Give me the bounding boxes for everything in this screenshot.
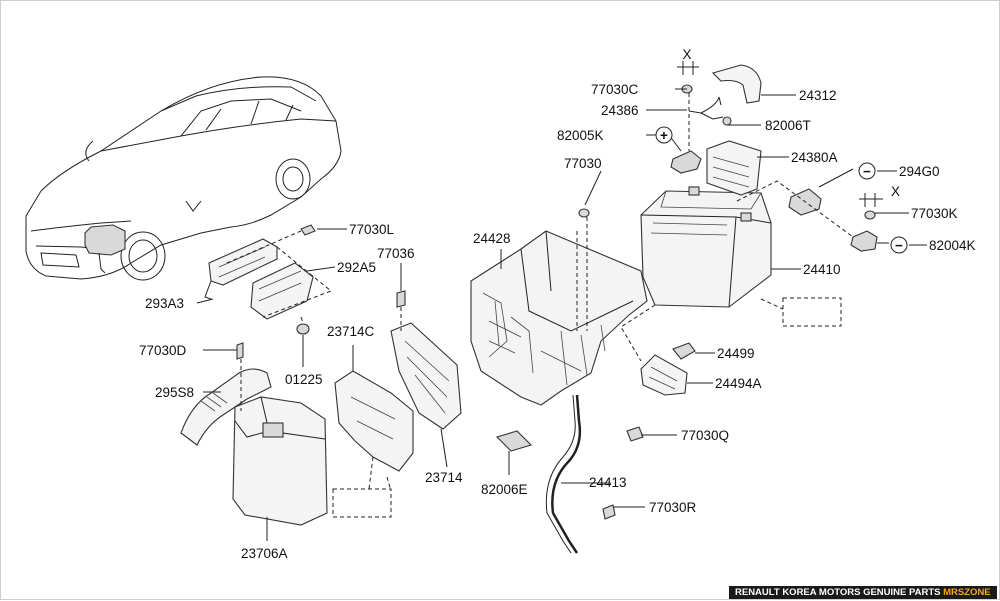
air-duct-295S8 [180, 368, 272, 446]
dimension-x-right-label: X [891, 184, 900, 199]
leader-battery-box [760, 298, 784, 310]
battery-24410 [640, 186, 772, 308]
dimension-x-top-label: X [682, 47, 691, 62]
label-295S8: 295S8 [155, 385, 194, 400]
label-77030Q: 77030Q [681, 428, 729, 443]
terminal-cover-24312 [711, 64, 762, 104]
part-labels: 77030C 24312 24386 82006T 82005K 24380A … [139, 82, 976, 561]
label-77036: 77036 [377, 246, 415, 261]
dimension-x-right: X [859, 184, 900, 207]
label-77030D: 77030D [139, 343, 187, 358]
clip-24499 [672, 342, 696, 360]
ecu-module-292A5 [250, 262, 314, 320]
fuse-box-24380A [706, 140, 762, 196]
label-293A3: 293A3 [145, 296, 184, 311]
battery-tray-24428 [470, 230, 648, 406]
leader-lines [196, 88, 927, 541]
label-23714: 23714 [425, 470, 463, 485]
label-01225: 01225 [285, 372, 323, 387]
bracket-23714C [334, 370, 414, 472]
label-82006T: 82006T [765, 118, 811, 133]
label-24428: 24428 [473, 231, 511, 246]
watermark-footer: RENAULT KOREA MOTORS GENUINE PARTS MRSZO… [729, 586, 997, 599]
label-24499: 24499 [717, 346, 755, 361]
bolt-77030D [236, 342, 244, 360]
placeholder-box-battery [782, 297, 842, 327]
label-24410: 24410 [803, 262, 841, 277]
label-23714C: 23714C [327, 324, 375, 339]
bolt-77030L [300, 224, 316, 236]
bracket-293A3 [204, 238, 278, 300]
label-82006E: 82006E [481, 482, 528, 497]
dimension-x-top: X [677, 47, 699, 75]
label-77030C: 77030C [591, 82, 639, 97]
positive-terminal-82005K [670, 150, 702, 174]
duct-24494A [640, 354, 688, 396]
label-24380A: 24380A [791, 150, 838, 165]
clip-77030R [602, 504, 616, 520]
hose-24413 [545, 394, 582, 554]
label-77030K: 77030K [911, 206, 958, 221]
label-24312: 24312 [799, 88, 837, 103]
negative-symbol-glyph-1: − [863, 164, 871, 179]
label-77030: 77030 [564, 156, 602, 171]
label-292A5: 292A5 [337, 260, 376, 275]
label-24386: 24386 [601, 103, 639, 118]
label-294G0: 294G0 [899, 164, 940, 179]
bracket-23714 [390, 322, 462, 430]
label-82005K: 82005K [557, 128, 604, 143]
label-24494A: 24494A [715, 376, 762, 391]
car-illustration [25, 76, 342, 281]
bracket-82006E [495, 430, 533, 452]
negative-symbol-294G0: − [858, 162, 876, 180]
clip-77030Q [626, 426, 644, 442]
label-77030R: 77030R [649, 500, 697, 515]
label-23706A: 23706A [241, 546, 288, 561]
bolt-77036 [396, 290, 406, 308]
negative-symbol-glyph-2: − [895, 238, 903, 253]
cable-24386 [688, 96, 724, 120]
reservoir-23706A [232, 396, 328, 526]
leader-lower-box [368, 456, 392, 492]
terminal-82004K [850, 230, 878, 252]
label-82004K: 82004K [929, 238, 976, 253]
placeholder-box-lower [332, 488, 392, 518]
positive-symbol-glyph: + [660, 128, 668, 143]
footer-text: RENAULT KOREA MOTORS GENUINE PARTS [735, 587, 944, 598]
negative-symbol-82004K: − [890, 236, 908, 254]
label-77030L: 77030L [349, 222, 395, 237]
label-24413: 24413 [589, 475, 627, 490]
leaders-ecu [226, 230, 332, 318]
positive-symbol: + [655, 126, 673, 144]
footer-brand: MRSZONE [943, 587, 991, 598]
nut-01225 [296, 323, 310, 335]
